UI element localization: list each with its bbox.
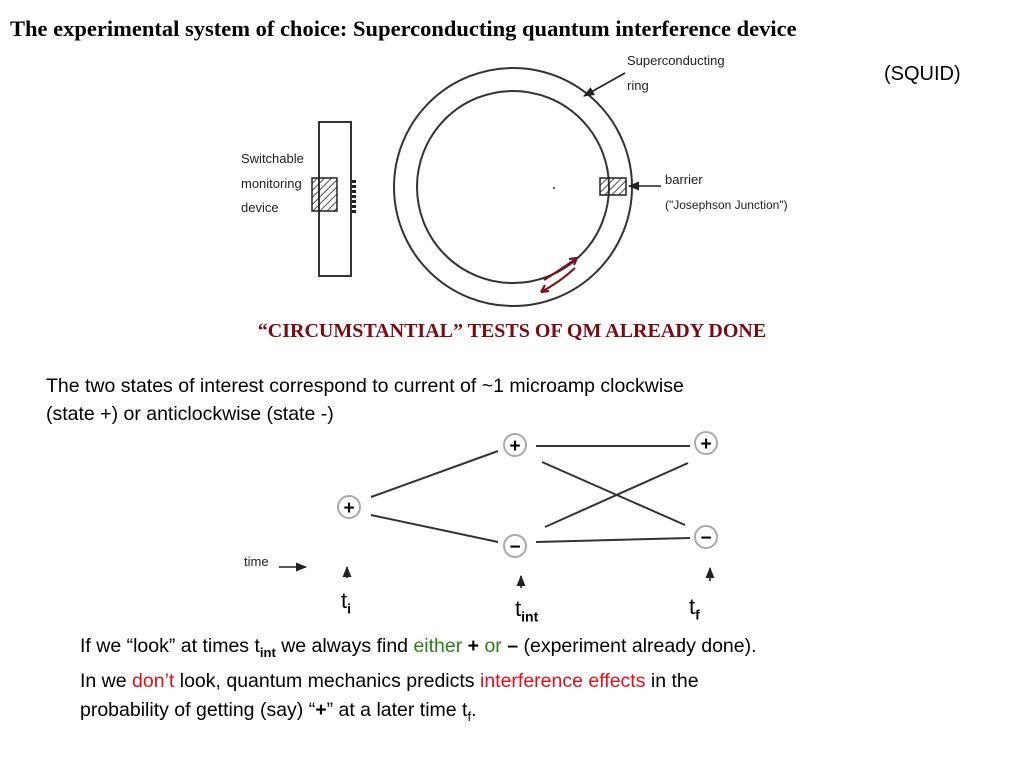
current-arrows <box>540 256 579 294</box>
time-label: time <box>244 554 269 569</box>
branch-lines <box>370 445 691 543</box>
svg-text:+: + <box>700 434 711 455</box>
ti-label: ti <box>341 588 352 617</box>
monitor-label-2: monitoring <box>241 176 302 191</box>
intro-line-2: (state +) or anticlockwise (state -) <box>46 403 334 425</box>
state-minus-tf: − <box>694 525 718 549</box>
intro-line-1: The two states of interest correspond to… <box>46 375 684 397</box>
tint-label: tint <box>515 596 539 625</box>
page-title: The experimental system of choice: Super… <box>10 16 797 41</box>
section-heading: “CIRCUMSTANTIAL” TESTS OF QM ALREADY DON… <box>257 320 767 342</box>
tf-label: tf <box>689 594 700 623</box>
state-plus-tf: + <box>694 431 718 455</box>
svg-text:−: − <box>700 528 711 549</box>
svg-text:+: + <box>509 436 520 457</box>
intro-text: The two states of interest correspond to… <box>46 372 684 428</box>
state-minus-tint: − <box>503 534 527 558</box>
ring-label-2: ring <box>627 78 649 93</box>
josephson-junction <box>599 177 627 196</box>
barrier-sublabel: ("Josephson Junction") <box>665 198 788 212</box>
conclusion-line-2: In we don’t look, quantum mechanics pred… <box>80 669 699 692</box>
superconducting-ring-outer <box>393 67 633 307</box>
svg-text:−: − <box>509 537 520 558</box>
conclusion-text: If we “look” at times tint we always fin… <box>80 632 757 731</box>
barrier-label: barrier <box>665 172 703 187</box>
conclusion-line-3: probability of getting (say) “+” at a la… <box>80 698 477 724</box>
monitor-label-3: device <box>241 200 279 215</box>
state-plus-ti: + <box>337 495 361 519</box>
svg-text:+: + <box>343 498 354 519</box>
monitoring-device-coil <box>311 177 338 212</box>
monitor-label-1: Switchable <box>241 151 304 166</box>
superconducting-ring-inner <box>416 90 610 284</box>
page-subtitle: (SQUID) <box>884 63 961 85</box>
conclusion-line-1: If we “look” at times tint we always fin… <box>80 635 757 660</box>
ring-label-1: Superconducting <box>627 53 725 68</box>
state-plus-tint: + <box>503 433 527 457</box>
